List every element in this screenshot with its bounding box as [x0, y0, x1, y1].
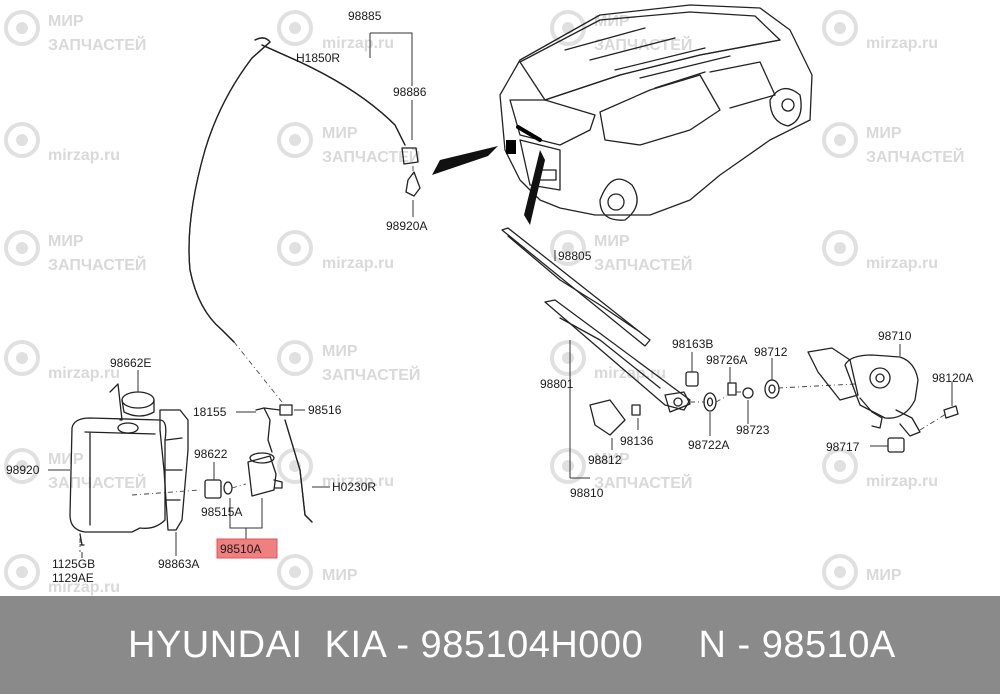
washer-pump — [204, 404, 313, 523]
watermark-logo — [4, 340, 40, 376]
watermark-text: ЗАПЧАСТЕЙ — [594, 255, 692, 274]
callout-98510a[interactable]: 98510A — [220, 542, 261, 556]
watermark-logo — [277, 230, 313, 266]
watermark-text: mirzap.ru — [48, 147, 120, 164]
watermark-text: МИР — [594, 13, 630, 30]
callout-98722a[interactable]: 98722A — [688, 438, 729, 452]
callout-98136[interactable]: 98136 — [620, 434, 654, 448]
watermark-text: МИР — [322, 567, 358, 584]
watermark-text: mirzap.ru — [48, 365, 120, 382]
callout-98723[interactable]: 98723 — [736, 423, 770, 437]
callout-1125gb[interactable]: 1125GB — [52, 557, 95, 571]
watermark-text: МИР — [594, 233, 630, 250]
watermark-logo — [822, 230, 858, 266]
callout-98516[interactable]: 98516 — [308, 403, 342, 417]
callout-98712[interactable]: 98712 — [754, 345, 788, 359]
wiper-motor — [807, 347, 959, 453]
callout-98515a[interactable]: 98515A — [201, 505, 242, 519]
callout-98801[interactable]: 98801 — [540, 377, 574, 391]
wiper-arm-assembly — [501, 227, 856, 436]
callout-18155[interactable]: 18155 — [193, 405, 227, 419]
watermark-text: mirzap.ru — [866, 473, 938, 490]
highlight-box — [216, 538, 278, 559]
watermark-logo — [822, 10, 858, 46]
washer-reservoir — [69, 383, 201, 552]
callout-h1850r[interactable]: H1850R — [296, 51, 340, 65]
watermark-logo — [822, 554, 858, 590]
callout-h0230r[interactable]: H0230R — [332, 480, 376, 494]
watermark-logo — [277, 122, 313, 158]
watermark-text: mirzap.ru — [866, 255, 938, 272]
watermark-logo — [550, 340, 586, 376]
callout-98810[interactable]: 98810 — [570, 486, 604, 500]
watermark-text: mirzap.ru — [322, 35, 394, 52]
watermark-text: ЗАПЧАСТЕЙ — [48, 35, 146, 54]
watermark-logo — [4, 448, 40, 484]
washer-hose-system — [188, 37, 421, 403]
watermark-logo — [550, 448, 586, 484]
watermark-logo — [4, 10, 40, 46]
watermark-logo — [822, 122, 858, 158]
callout-labels[interactable]: 98885 H1850R 98886 98920A 98805 98163B 9… — [6, 9, 973, 585]
watermark-logo — [4, 554, 40, 590]
watermark-logo — [4, 230, 40, 266]
watermark-logo — [277, 340, 313, 376]
watermark-text: МИР — [48, 13, 84, 30]
watermark-logo — [277, 554, 313, 590]
callout-98717[interactable]: 98717 — [826, 440, 860, 454]
watermark-layer: МИР ЗАПЧАСТЕЙ mirzap.ru МИР ЗАПЧАСТЕЙ mi… — [4, 10, 964, 596]
part-number-text: HYUNDAI KIA - 985104H000 N - 98510A — [128, 624, 896, 666]
watermark-text: mirzap.ru — [866, 35, 938, 52]
parts-diagram: МИР ЗАПЧАСТЕЙ mirzap.ru МИР ЗАПЧАСТЕЙ mi… — [4, 4, 974, 596]
watermark-text: ЗАПЧАСТЕЙ — [48, 473, 146, 492]
callout-98710[interactable]: 98710 — [878, 329, 912, 343]
watermark-logo — [550, 230, 586, 266]
watermark-text: МИР — [866, 567, 902, 584]
watermark-text: ЗАПЧАСТЕЙ — [594, 473, 692, 492]
vehicle-illustration — [499, 4, 813, 221]
watermark-logo — [4, 122, 40, 158]
callout-98120a[interactable]: 98120A — [932, 371, 973, 385]
watermark-text: mirzap.ru — [322, 473, 394, 490]
leader-lines — [48, 32, 953, 558]
watermark-logo — [822, 448, 858, 484]
callout-98886[interactable]: 98886 — [393, 85, 427, 99]
watermark-text: МИР — [322, 125, 358, 142]
callout-98622[interactable]: 98622 — [194, 447, 228, 461]
watermark-logo — [277, 10, 313, 46]
callout-98920[interactable]: 98920 — [6, 463, 40, 477]
callout-98163b[interactable]: 98163B — [672, 337, 713, 351]
callout-98920a[interactable]: 98920A — [386, 219, 427, 233]
watermark-text: ЗАПЧАСТЕЙ — [322, 147, 420, 166]
watermark-text: ЗАПЧАСТЕЙ — [48, 255, 146, 274]
callout-98812[interactable]: 98812 — [588, 453, 622, 467]
watermark-text: МИР — [866, 125, 902, 142]
callout-98662e[interactable]: 98662E — [110, 356, 151, 370]
watermark-text: МИР — [48, 451, 84, 468]
watermark-text: mirzap.ru — [322, 255, 394, 272]
diagram-canvas: МИР ЗАПЧАСТЕЙ mirzap.ru МИР ЗАПЧАСТЕЙ mi… — [4, 4, 973, 596]
callout-98863a[interactable]: 98863A — [158, 557, 199, 571]
callout-98726a[interactable]: 98726A — [706, 353, 747, 367]
callout-1129ae[interactable]: 1129AE — [52, 571, 94, 585]
watermark-text: МИР — [48, 233, 84, 250]
watermark-text: mirzap.ru — [48, 579, 120, 596]
watermark-text: МИР — [322, 343, 358, 360]
watermark-text: ЗАПЧАСТЕЙ — [866, 147, 964, 166]
callout-98885[interactable]: 98885 — [348, 9, 382, 23]
callout-98805[interactable]: 98805 — [558, 249, 592, 263]
watermark-text: МИР — [594, 451, 630, 468]
part-number-banner: HYUNDAI KIA - 985104H000 N - 98510A — [0, 596, 1000, 694]
watermark-text: ЗАПЧАСТЕЙ — [322, 365, 420, 384]
pointer-arrows — [432, 146, 545, 225]
